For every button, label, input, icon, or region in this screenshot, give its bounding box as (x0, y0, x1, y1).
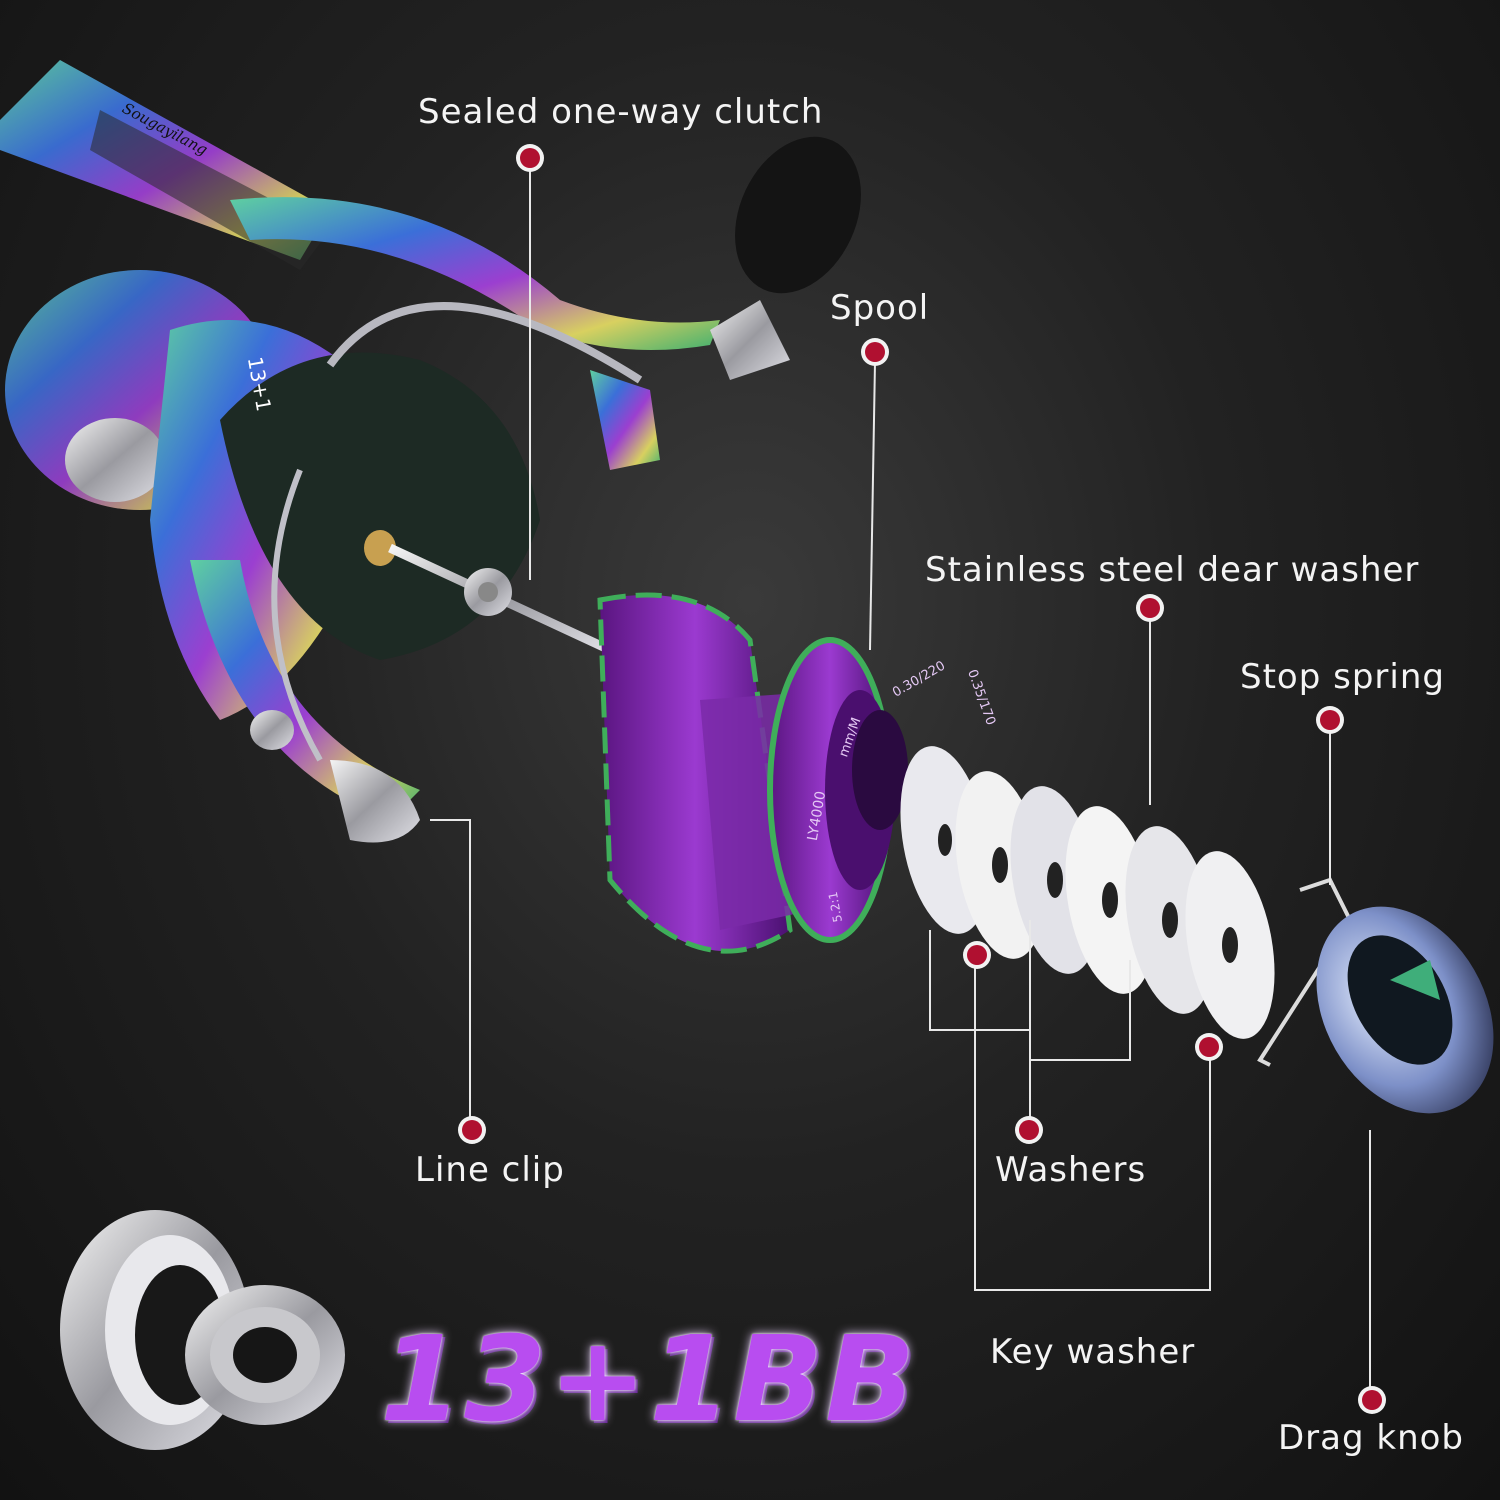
dot-stop-spring (1320, 710, 1340, 730)
label-drag-knob: Drag knob (1278, 1418, 1465, 1458)
dot-drag-knob (1362, 1390, 1382, 1410)
reel-body (0, 60, 720, 843)
label-clutch: Sealed one-way clutch (418, 92, 824, 132)
leader-lines (430, 168, 1371, 1390)
label-washers: Washers (995, 1150, 1147, 1190)
dot-gear-washer (1140, 598, 1160, 618)
ball-bearings (60, 1210, 345, 1450)
label-gear-washer: Stainless steel dear washer (925, 550, 1420, 590)
label-stop-spring: Stop spring (1240, 657, 1445, 697)
washer-stack (900, 746, 1275, 1039)
main-shaft (388, 543, 612, 655)
spool (597, 592, 908, 954)
handle-knob (710, 136, 861, 380)
dot-washer-1 (967, 945, 987, 965)
dot-washers (1019, 1120, 1039, 1140)
label-line-clip: Line clip (415, 1150, 565, 1190)
drag-knob (1316, 906, 1494, 1114)
dot-line-clip (462, 1120, 482, 1140)
dot-spool (865, 342, 885, 362)
dot-key-washer (1199, 1037, 1219, 1057)
dot-clutch (520, 148, 540, 168)
label-key-washer: Key washer (990, 1332, 1196, 1372)
bearing-count-badge: 13+1BB (380, 1310, 918, 1448)
label-spool: Spool (830, 288, 930, 328)
